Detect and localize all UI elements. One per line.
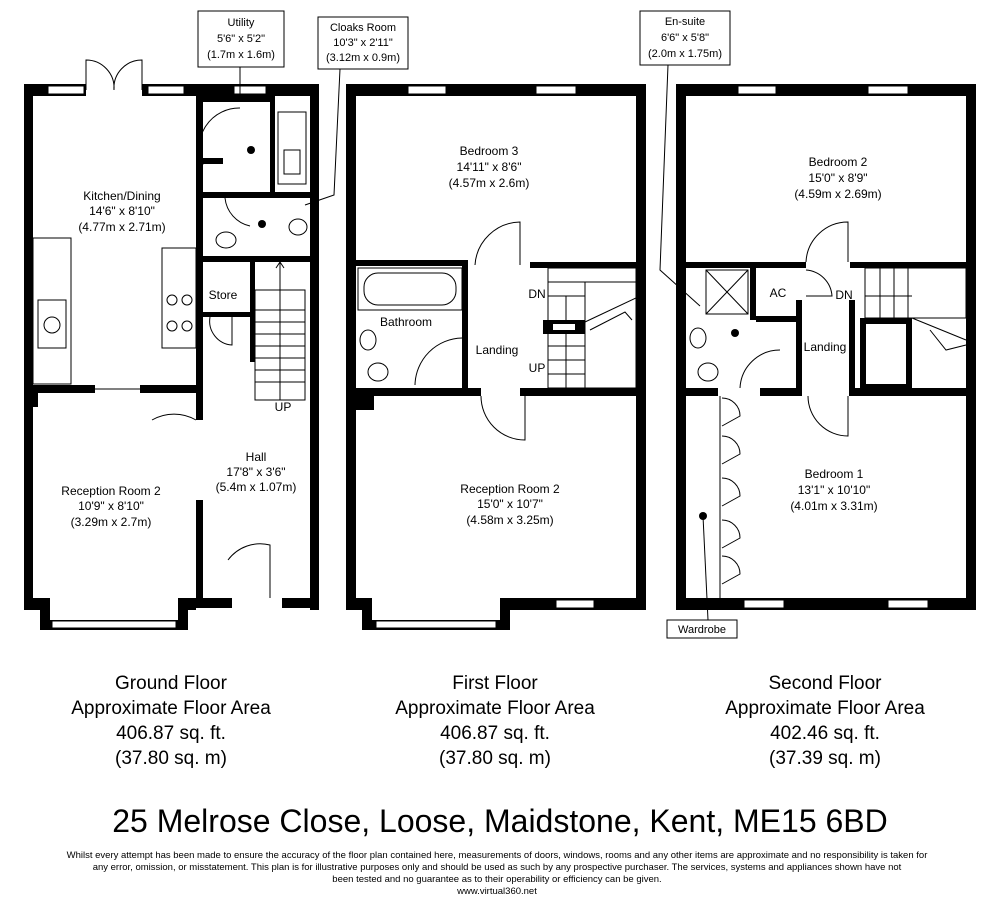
ground-area-title: Ground Floor bbox=[115, 673, 228, 694]
ensuite-name: En-suite bbox=[665, 16, 705, 28]
bedroom2-name: Bedroom 2 bbox=[809, 155, 868, 169]
bedroom1-name: Bedroom 1 bbox=[805, 467, 864, 481]
disclaimer-line-1: Whilst every attempt has been made to en… bbox=[67, 850, 928, 861]
ground-area-sqft: 406.87 sq. ft. bbox=[116, 723, 226, 744]
reception-first-name: Reception Room 2 bbox=[460, 482, 560, 496]
kitchen-imperial: 14'6" x 8'10" bbox=[89, 204, 155, 218]
first-landing-label: Landing bbox=[476, 343, 519, 357]
ground-floor-plan: Kitchen/Dining 14'6" x 8'10" (4.77m x 2.… bbox=[24, 10, 409, 630]
second-floor-plan: Bedroom 2 15'0" x 8'9" (4.59m x 2.69m) A… bbox=[639, 10, 976, 639]
bedroom2-metric: (4.59m x 2.69m) bbox=[794, 187, 881, 201]
bathroom-label: Bathroom bbox=[380, 315, 432, 329]
cloaks-callout bbox=[317, 16, 409, 70]
second-area-label: Approximate Floor Area bbox=[725, 698, 925, 719]
first-area-title: First Floor bbox=[452, 673, 538, 694]
reception-first-imperial: 15'0" x 10'7" bbox=[477, 497, 543, 511]
hall-imperial: 17'8" x 3'6" bbox=[226, 465, 285, 479]
ensuite-imperial: 6'6" x 5'8" bbox=[661, 32, 709, 44]
first-dn-label: DN bbox=[528, 287, 545, 301]
second-area-sqm: (37.39 sq. m) bbox=[769, 748, 881, 769]
kitchen-name: Kitchen/Dining bbox=[83, 189, 160, 203]
utility-metric: (1.7m x 1.6m) bbox=[207, 49, 275, 61]
second-area-summary: Second Floor Approximate Floor Area 402.… bbox=[725, 673, 925, 769]
first-up-label: UP bbox=[529, 361, 546, 375]
ac-label: AC bbox=[770, 286, 787, 300]
wardrobe-callout bbox=[666, 619, 738, 639]
ground-area-sqm: (37.80 sq. m) bbox=[115, 748, 227, 769]
property-address: 25 Melrose Close, Loose, Maidstone, Kent… bbox=[112, 803, 888, 839]
bedroom2-imperial: 15'0" x 8'9" bbox=[808, 171, 867, 185]
utility-imperial: 5'6" x 5'2" bbox=[217, 33, 265, 45]
cloaks-imperial: 10'3" x 2'11" bbox=[333, 37, 393, 49]
ground-area-summary: Ground Floor Approximate Floor Area 406.… bbox=[71, 673, 271, 769]
ground-up-label: UP bbox=[275, 400, 292, 414]
first-area-summary: First Floor Approximate Floor Area 406.8… bbox=[395, 673, 595, 769]
first-area-sqft: 406.87 sq. ft. bbox=[440, 723, 550, 744]
utility-callout bbox=[197, 10, 285, 68]
ground-area-label: Approximate Floor Area bbox=[71, 698, 271, 719]
hall-name: Hall bbox=[246, 450, 267, 464]
reception-first-metric: (4.58m x 3.25m) bbox=[466, 513, 553, 527]
bedroom1-metric: (4.01m x 3.31m) bbox=[790, 499, 877, 513]
first-floor-plan: Bedroom 3 14'11" x 8'6" (4.57m x 2.6m) B… bbox=[346, 84, 646, 630]
second-area-sqft: 402.46 sq. ft. bbox=[770, 723, 880, 744]
second-dn-label: DN bbox=[835, 288, 852, 302]
cloaks-metric: (3.12m x 0.9m) bbox=[326, 52, 400, 64]
second-area-title: Second Floor bbox=[768, 673, 882, 694]
disclaimer-website: www.virtual360.net bbox=[456, 886, 537, 897]
bedroom3-name: Bedroom 3 bbox=[460, 144, 519, 158]
wardrobe-label: Wardrobe bbox=[678, 624, 726, 636]
bedroom1-imperial: 13'1" x 10'10" bbox=[798, 483, 871, 497]
first-area-label: Approximate Floor Area bbox=[395, 698, 595, 719]
reception-ground-name: Reception Room 2 bbox=[61, 484, 161, 498]
first-area-sqm: (37.80 sq. m) bbox=[439, 748, 551, 769]
bedroom3-imperial: 14'11" x 8'6" bbox=[457, 160, 522, 174]
disclaimer-line-2: any error, omission, or misstatement. Th… bbox=[93, 862, 902, 873]
disclaimer-line-3: been tested and no guarantee as to their… bbox=[332, 874, 661, 885]
reception-ground-imperial: 10'9" x 8'10" bbox=[78, 499, 144, 513]
store-label: Store bbox=[209, 288, 238, 302]
hall-metric: (5.4m x 1.07m) bbox=[216, 480, 297, 494]
kitchen-metric: (4.77m x 2.71m) bbox=[78, 220, 165, 234]
reception-ground-metric: (3.29m x 2.7m) bbox=[71, 515, 152, 529]
utility-name: Utility bbox=[228, 17, 255, 29]
second-landing-label: Landing bbox=[804, 340, 847, 354]
bedroom3-metric: (4.57m x 2.6m) bbox=[449, 176, 530, 190]
cloaks-name: Cloaks Room bbox=[330, 22, 396, 34]
ensuite-callout bbox=[639, 10, 731, 66]
ensuite-metric: (2.0m x 1.75m) bbox=[648, 48, 722, 60]
